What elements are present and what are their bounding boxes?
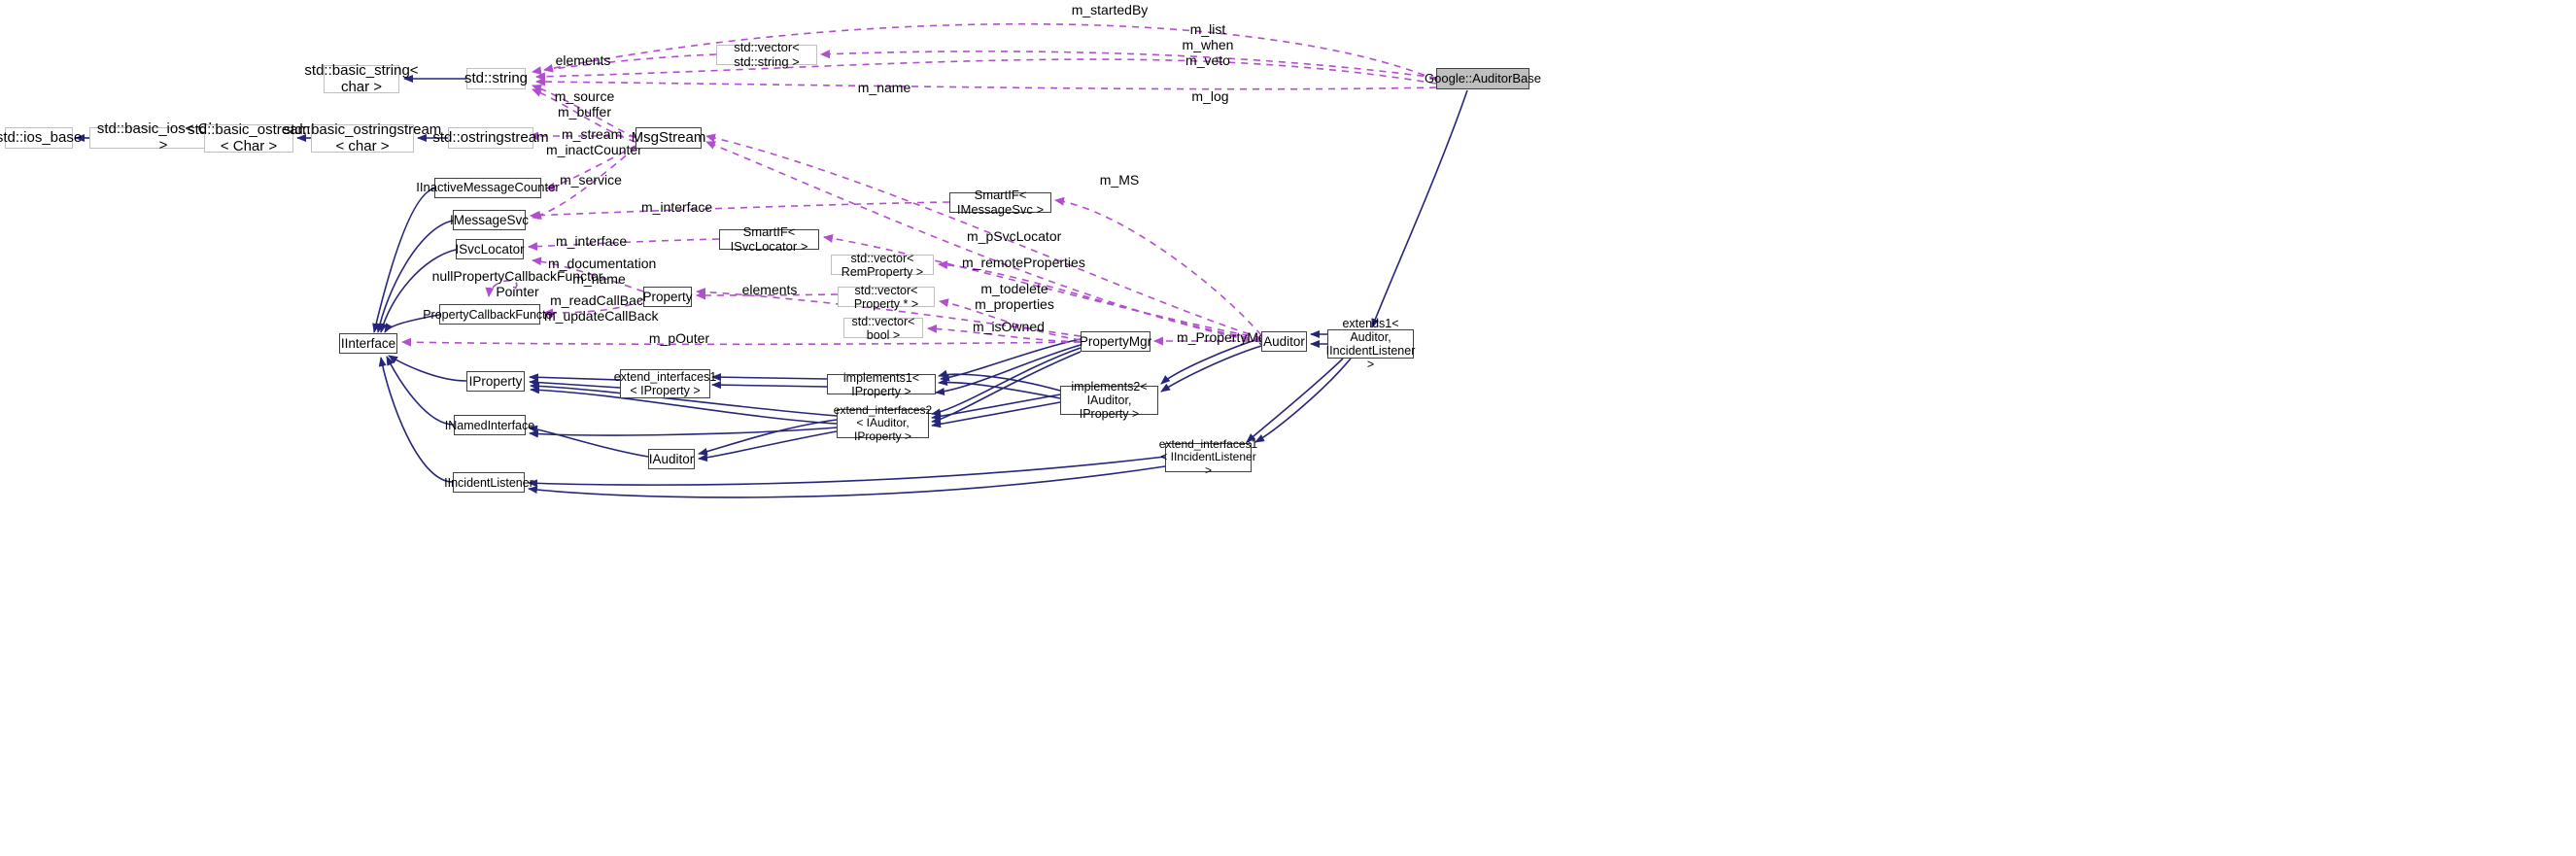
node-auditor[interactable]: Auditor bbox=[1261, 331, 1307, 352]
node-extend-interfaces1-iproperty[interactable]: extend_interfaces1 < IProperty > bbox=[613, 369, 717, 398]
node-property[interactable]: Property bbox=[642, 287, 693, 307]
edge-label-m-interface-svcloc: m_interface bbox=[556, 233, 628, 249]
edge-label-m-source-m-buffer: m_source m_buffer bbox=[554, 88, 615, 120]
edge-label-m-isowned: m_isOwned bbox=[973, 319, 1045, 334]
edge-label-m-interface-msgsvc: m_interface bbox=[641, 199, 713, 215]
edge-label-m-remoteproperties: m_remoteProperties bbox=[962, 255, 1085, 270]
edge-label-m-log: m_log bbox=[1191, 88, 1229, 104]
edge-label-m-todelete-m-properties: m_todelete m_properties bbox=[975, 281, 1054, 313]
edge-label-m-name-top: m_name bbox=[857, 80, 911, 95]
node-iinterface[interactable]: IInterface bbox=[339, 333, 397, 354]
node-std-string[interactable]: std::string bbox=[464, 68, 528, 89]
node-google-auditorbase[interactable]: Google::AuditorBase bbox=[1425, 68, 1541, 89]
edge-label-m-pouter: m_pOuter bbox=[648, 330, 710, 346]
node-smartif-isvclocator[interactable]: SmartIF< ISvcLocator > bbox=[719, 224, 819, 253]
node-iincidentlistener[interactable]: IIncidentListener bbox=[444, 472, 533, 493]
edge-label-elements-top: elements bbox=[555, 52, 611, 68]
node-std-vector-bool[interactable]: std::vector< bool > bbox=[843, 315, 923, 342]
node-extends1-auditor-iincidentlistener[interactable]: extends1< Auditor, IIncidentListener > bbox=[1325, 317, 1416, 371]
node-implements1-iproperty[interactable]: implements1< IProperty > bbox=[827, 371, 936, 398]
node-std-vector-std-string[interactable]: std::vector< std::string > bbox=[716, 40, 817, 68]
node-inamedinterface[interactable]: INamedInterface bbox=[445, 415, 534, 435]
node-std-ostringstream[interactable]: std::ostringstream bbox=[432, 127, 549, 149]
edge-label-m-propertymgr: m_PropertyMgr bbox=[1177, 329, 1271, 345]
edge-label-m-startedby: m_startedBy bbox=[1071, 2, 1149, 17]
node-smartif-imessagesvc[interactable]: SmartIF< IMessageSvc > bbox=[949, 188, 1051, 216]
node-std-basic-string[interactable]: std::basic_string< char > bbox=[304, 61, 419, 95]
node-imessagesvc[interactable]: IMessageSvc bbox=[450, 210, 529, 230]
node-propertycallbackfunctor[interactable]: PropertyCallbackFunctor bbox=[423, 304, 557, 325]
node-iauditor[interactable]: IAuditor bbox=[648, 449, 695, 469]
edge-label-m-service: m_service bbox=[560, 172, 622, 188]
node-extend-interfaces1-iincidentlistener[interactable]: extend_interfaces1 < IIncidentListener > bbox=[1158, 436, 1258, 477]
node-std-vector-property-ptr[interactable]: std::vector< Property * > bbox=[838, 284, 935, 311]
node-iproperty[interactable]: IProperty bbox=[466, 371, 525, 392]
node-iinactivemessagecounter[interactable]: IInactiveMessageCounter bbox=[416, 178, 560, 198]
edge-label-m-inactcounter: m_inactCounter bbox=[546, 142, 642, 157]
edge-label-m-list-m-when-m-veto: m_list m_when m_veto bbox=[1182, 21, 1234, 69]
node-propertymgr[interactable]: PropertyMgr bbox=[1080, 331, 1151, 352]
node-isvclocator[interactable]: ISvcLocator bbox=[455, 239, 525, 259]
edge-label-elements-mid: elements bbox=[741, 282, 798, 297]
edge-label-m-ms: m_MS bbox=[1099, 172, 1140, 188]
node-std-basic-ios[interactable]: std::basic_ios< Char > bbox=[89, 120, 237, 154]
node-std-vector-remproperty[interactable]: std::vector< RemProperty > bbox=[831, 252, 934, 279]
node-std-basic-ostream[interactable]: std::basic_ostream < Char > bbox=[188, 120, 310, 154]
node-extend-interfaces2-iauditor-iproperty[interactable]: extend_interfaces2 < IAuditor, IProperty… bbox=[833, 402, 933, 443]
edge-label-m-readcallback-m-updatecallback: m_readCallBack m_updateCallBack bbox=[544, 292, 659, 325]
node-std-basic-ostringstream[interactable]: std::basic_ostringstream < char > bbox=[283, 120, 442, 154]
node-msgstream[interactable]: MsgStream bbox=[632, 127, 705, 149]
node-implements2-iauditor-iproperty[interactable]: implements2< IAuditor, IProperty > bbox=[1060, 380, 1158, 421]
edge-label-m-stream: m_stream bbox=[562, 126, 623, 142]
edge-label-m-psvclocator: m_pSvcLocator bbox=[967, 228, 1062, 244]
node-std-ios-base[interactable]: std::ios_base bbox=[0, 127, 82, 149]
